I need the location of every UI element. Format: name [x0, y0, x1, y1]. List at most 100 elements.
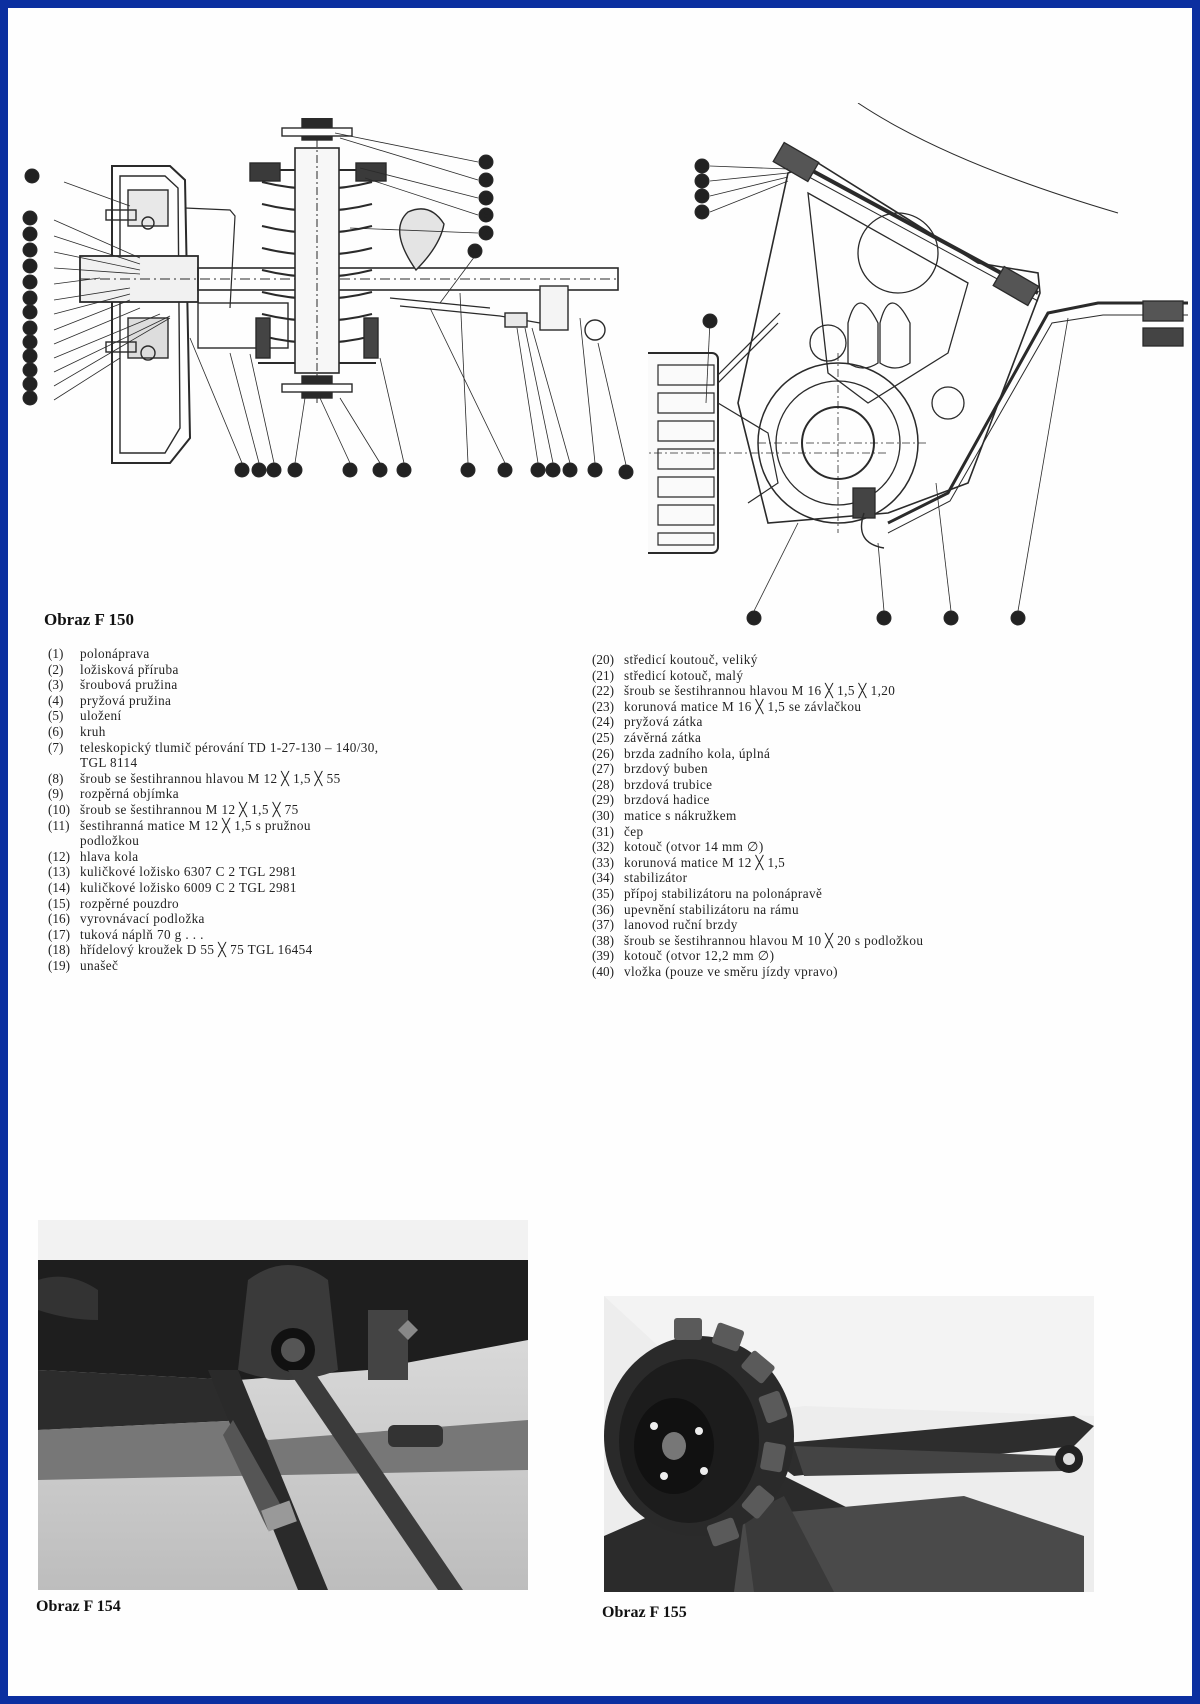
legend-item-text: korunová matice M 16 ╳ 1,5 se závlačkou — [624, 698, 862, 714]
callout-9: 9 — [342, 462, 358, 478]
legend-item-text: středicí koutouč, veliký — [624, 652, 758, 667]
callout-17: 17 — [22, 210, 38, 226]
legend-item-number: (3) — [48, 677, 64, 693]
callout-25: 25 — [266, 462, 282, 478]
legend-item: (26) brzda zadního kola, úplná — [592, 746, 1152, 762]
callout-37: 37 — [702, 313, 718, 329]
photo-f155 — [604, 1296, 1094, 1592]
figure-f150-axle-drawing: 27 17 1 2 14 15 21 23 22 19 18 20 13 10 1… — [20, 118, 640, 528]
legend-item-number: (33) — [592, 854, 614, 870]
legend-item-number: (2) — [48, 661, 64, 677]
callout-label: 31 — [564, 466, 575, 476]
callout-20: 20 — [22, 348, 38, 364]
figure-f154-caption: Obraz F 154 — [36, 1598, 121, 1615]
legend-item-number: (26) — [592, 745, 614, 761]
legend-item: (9)rozpěrná objímka — [48, 786, 568, 802]
photo-f154 — [38, 1220, 528, 1590]
figure-f155-caption: Obraz F 155 — [602, 1604, 687, 1621]
callout-27: 27 — [24, 168, 40, 184]
legend-item: (5)uložení — [48, 708, 568, 724]
callout-label: 16 — [24, 394, 36, 404]
legend-item-text: brzdová trubice — [624, 776, 713, 792]
legend-item-number: (10) — [48, 801, 70, 817]
legend-item: (15)rozpěrné pouzdro — [48, 896, 568, 912]
callout-23: 23 — [22, 290, 38, 306]
legend-item-text: brzdový buben — [624, 761, 708, 777]
legend-item: (10) šroub se šestihrannou M 12 ╳ 1,5 ╳ 7… — [48, 802, 568, 818]
legend-item-text: šroub se šestihrannou M 12 ╳ 1,5 ╳ 75 — [80, 801, 299, 817]
legend-item: (1) polonáprava — [48, 646, 568, 662]
callout-14: 14 — [22, 242, 38, 258]
callout-7: 7 — [478, 225, 494, 241]
callout-label: 6 — [483, 211, 489, 221]
legend-item-number: (13) — [48, 864, 70, 880]
legend-item-text: šroub se šestihrannou hlavou M 12 ╳ 1,5 … — [80, 770, 341, 786]
legend-item-number: (34) — [592, 870, 614, 886]
legend-item: (27) brzdový buben — [592, 761, 1152, 777]
legend-item-text: brzda zadního kola, úplná — [624, 745, 771, 761]
legend-item: (25) závěrná zátka — [592, 730, 1152, 746]
callout-10: 10 — [22, 376, 38, 392]
callout-31: 31 — [562, 462, 578, 478]
legend-item-number: (28) — [592, 776, 614, 792]
legend-item: (7)teleskopický tlumič pérování TD 1-27-… — [48, 740, 568, 756]
callout-label: 26 — [589, 466, 601, 476]
legend-item: (23)korunová matice M 16 ╳ 1,5 se závlač… — [592, 699, 1152, 715]
legend-item: (19)unašeč — [48, 958, 568, 974]
callout-19: 19 — [22, 320, 38, 336]
callout-label: 2 — [239, 466, 245, 476]
callout-28: 28 — [467, 243, 483, 259]
callout-18: 18 — [22, 334, 38, 350]
callout-label: 17 — [24, 214, 35, 224]
callout-label: 10 — [24, 380, 36, 390]
callout-21: 21 — [22, 274, 38, 290]
legend-item-text: šroub se šestihrannou hlavou M 16 ╳ 1,5 … — [624, 683, 896, 699]
legend-item-number: (24) — [592, 714, 614, 730]
legend-item-text: čep — [624, 823, 644, 839]
legend-item-text: kuličkové ložisko 6307 C 2 TGL 2981 — [80, 864, 297, 880]
legend-item: (22)šroub se šestihrannou hlavou M 16 ╳ … — [592, 683, 1152, 699]
legend-item-text: brzdová hadice — [624, 792, 710, 808]
legend-item-text: kotouč (otvor 12,2 mm ∅) — [624, 948, 775, 964]
callout-label: 9 — [347, 466, 353, 476]
callout-32: 32 — [545, 462, 561, 478]
callout-label: 4 — [502, 466, 508, 476]
legend-item-number: (25) — [592, 729, 614, 745]
legend-item-text: šestihranná matice M 12 ╳ 1,5 s pružnou — [80, 817, 311, 833]
callout-label: 13 — [24, 366, 35, 376]
legend-item-text: stabilizátor — [624, 870, 688, 886]
legend-item: podložkou — [48, 833, 568, 849]
callout-label: 37 — [704, 317, 715, 327]
callout-label: 14 — [24, 246, 36, 256]
legend-item-text: polonáprava — [80, 646, 150, 661]
callout-1b: 1 — [943, 610, 959, 626]
legend-item-text: rozpěrná objímka — [80, 786, 180, 802]
legend-item: (32) kotouč (otvor 14 mm ∅) — [592, 839, 1152, 855]
legend-item: (24)pryžová zátka — [592, 714, 1152, 730]
legend-item-number: (27) — [592, 761, 614, 777]
callout-11: 11 — [287, 462, 303, 478]
legend-item: (3)šroubová pružina — [48, 677, 568, 693]
callout-5: 5 — [478, 190, 494, 206]
callout-label: 22 — [24, 308, 35, 318]
callout-15: 15 — [22, 258, 38, 274]
legend-item: (14)kuličkové ložisko 6009 C 2 TGL 2981 — [48, 880, 568, 896]
legend-item-number: (1) — [48, 646, 64, 661]
legend-item-text: závěrná zátka — [624, 729, 702, 745]
callout-label: 10 — [374, 466, 386, 476]
legend-item: (8)šroub se šestihrannou hlavou M 12 ╳ 1… — [48, 771, 568, 787]
legend-item-number: (37) — [592, 917, 614, 933]
callout-label: 8 — [483, 176, 489, 186]
legend-item-text: teleskopický tlumič pérování TD 1-27-130… — [80, 739, 379, 755]
callout-26b: 26 — [746, 610, 762, 626]
legend-item-text: kotouč (otvor 14 mm ∅) — [624, 839, 764, 855]
legend-item-number: (18) — [48, 942, 70, 958]
callout-33: 33 — [694, 158, 710, 174]
legend-item-number: (32) — [592, 839, 614, 855]
callout-16: 16 — [22, 390, 38, 406]
legend-item-number: (12) — [48, 848, 70, 864]
legend-item: (2)ložisková příruba — [48, 662, 568, 678]
callout-label: 19 — [24, 324, 36, 334]
callout-label: 1 — [465, 466, 471, 476]
